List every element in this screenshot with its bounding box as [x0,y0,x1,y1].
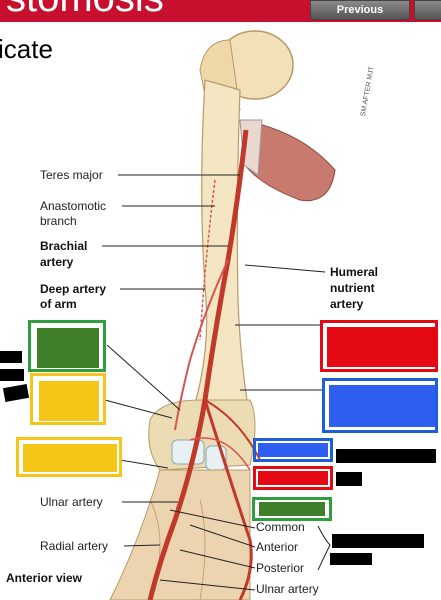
answer-box-yellow-upper[interactable] [30,373,106,425]
redaction-bar [330,553,372,565]
label-humeral-nutrient-line1: Humeral [330,265,379,279]
answer-box-blue-lower[interactable] [253,438,333,462]
answer-box-green-upper[interactable] [28,320,106,372]
label-anastomotic-branch-line2: branch [40,214,77,228]
label-anterior: Anterior [256,540,299,554]
redaction-bar [332,534,424,548]
redaction-bar [0,351,22,363]
label-brachial-artery-line1: Brachial [40,239,88,253]
answer-box-red-upper[interactable] [320,320,438,372]
label-anastomotic-branch-line1: Anastomotic [40,199,107,213]
answer-box-yellow-lower[interactable] [16,437,122,477]
slide-title: stomosis [6,0,164,21]
label-brachial-artery-line2: artery [40,255,74,269]
redaction-bar [336,472,362,486]
previous-button[interactable]: Previous [310,0,410,20]
next-button[interactable] [414,0,441,20]
slide-subtitle: icate [0,34,53,64]
label-ulnar-artery: Ulnar artery [40,495,103,509]
label-deep-artery-line2: of arm [40,297,77,311]
redaction-bar [0,369,24,381]
answer-box-red-lower[interactable] [253,466,333,490]
label-ulnar-artery-bottom: Ulnar artery [256,582,319,596]
redaction-bar [336,449,436,463]
answer-box-green-lower[interactable] [252,497,332,521]
label-humeral-nutrient-line2: nutrient [330,281,375,295]
label-common: Common [256,520,305,534]
label-humeral-nutrient-line3: artery [330,297,364,311]
label-radial-artery: Radial artery [40,539,109,553]
label-posterior: Posterior [256,561,305,575]
answer-box-blue-upper[interactable] [322,378,438,433]
label-deep-artery-line1: Deep artery [40,282,107,296]
label-teres-major: Teres major [40,168,103,182]
label-anterior-view: Anterior view [6,571,83,585]
